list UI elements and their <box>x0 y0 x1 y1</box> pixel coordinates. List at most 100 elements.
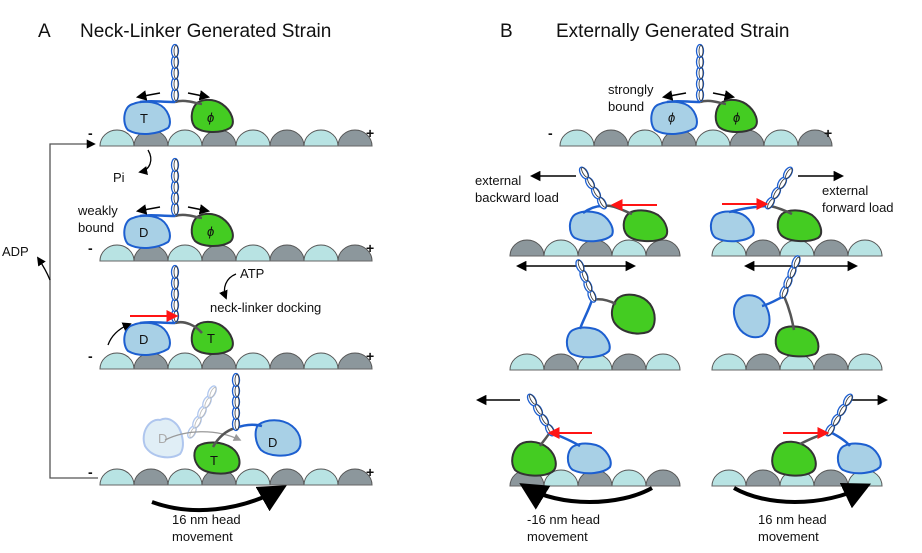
microtubule-b1 <box>559 129 833 147</box>
coiled-coil-segment <box>192 415 202 429</box>
alpha-tubulin-subunit <box>167 129 203 147</box>
beta-tubulin-subunit <box>269 244 305 262</box>
coiled-coil-stalk <box>526 393 556 437</box>
kinesin-dimer-b4-left <box>475 393 612 477</box>
alpha-tubulin-subunit <box>235 468 271 486</box>
minus-end-mark: - <box>88 348 93 364</box>
alpha-tubulin-subunit <box>847 353 883 371</box>
microtubule-a2 <box>99 244 373 262</box>
atp-label: ATP <box>240 266 264 281</box>
alpha-tubulin-subunit <box>99 129 135 147</box>
external-forward-label-line2: forward load <box>822 200 894 215</box>
coiled-coil-segment <box>698 45 704 57</box>
alpha-tubulin-subunit <box>167 244 203 262</box>
beta-tubulin-subunit <box>745 353 781 371</box>
beta-tubulin-subunit <box>269 468 305 486</box>
coiled-coil-segment <box>199 407 207 418</box>
kinesin-dimer-a2: D ϕ <box>123 157 234 250</box>
movement-left-label-line1: -16 nm head <box>527 512 600 527</box>
head-left-label: ϕ <box>668 110 675 125</box>
plus-end-mark: + <box>366 464 374 480</box>
kinesin-dimer-b2-right <box>709 166 845 243</box>
alpha-tubulin-subunit <box>235 244 271 262</box>
coiled-coil-segment <box>170 157 180 173</box>
movement-left-label-line2: movement <box>527 529 588 544</box>
beta-tubulin-subunit <box>797 129 833 147</box>
coiled-coil-segment <box>207 385 217 399</box>
alpha-tubulin-subunit <box>763 129 799 147</box>
beta-tubulin-subunit <box>337 468 373 486</box>
coiled-coil-stalk <box>824 393 854 437</box>
coiled-coil-stalk <box>779 255 801 299</box>
coiled-coil-segment <box>173 45 179 57</box>
microtubule-a1 <box>99 129 373 147</box>
strongly-bound-label-line1: strongly <box>608 82 654 97</box>
head-left-label: T <box>140 111 148 126</box>
neck-linker-docking-label: neck-linker docking <box>210 300 321 315</box>
alpha-tubulin-subunit <box>303 468 339 486</box>
beta-tubulin-subunit <box>201 244 237 262</box>
alpha-tubulin-subunit <box>847 239 883 257</box>
coiled-coil-segment <box>577 260 585 272</box>
beta-tubulin-subunit <box>133 468 169 486</box>
coiled-coil-segment <box>845 395 853 406</box>
kinesin-dimer-b2-left <box>529 166 669 243</box>
beta-tubulin-subunit <box>645 239 681 257</box>
external-forward-label-line1: external <box>822 183 868 198</box>
beta-tubulin-subunit <box>337 129 373 147</box>
plus-end-mark: + <box>366 240 374 256</box>
head-right-label: T <box>207 331 215 346</box>
beta-tubulin-subunit <box>269 352 305 370</box>
alpha-tubulin-subunit <box>543 469 579 487</box>
minus-end-mark: - <box>548 125 553 141</box>
coiled-coil-segment <box>170 264 180 280</box>
coiled-coil-segment <box>231 372 241 388</box>
beta-tubulin-subunit <box>269 129 305 147</box>
beta-tubulin-subunit <box>745 469 781 487</box>
alpha-tubulin-subunit <box>711 353 747 371</box>
kinesin-dimer-a1: T ϕ <box>123 43 234 136</box>
alpha-tubulin-subunit <box>167 468 203 486</box>
coiled-coil-segment <box>170 43 180 59</box>
alpha-tubulin-subunit <box>611 469 647 487</box>
coiled-coil-stalk <box>170 43 180 103</box>
coiled-coil-stalk <box>170 157 180 217</box>
beta-tubulin-subunit <box>337 244 373 262</box>
kinesin-dimer-a4: D T D <box>142 372 302 475</box>
ghost-head-label: D <box>158 431 167 446</box>
alpha-tubulin-subunit <box>235 129 271 147</box>
panel-b-title: Externally Generated Strain <box>556 21 789 42</box>
movement-label-line1: 16 nm head <box>172 512 241 527</box>
alpha-tubulin-subunit <box>543 239 579 257</box>
movement-right-label-line2: movement <box>758 529 819 544</box>
panel-a-title: Neck-Linker Generated Strain <box>80 21 331 42</box>
alpha-tubulin-subunit <box>627 129 663 147</box>
alpha-tubulin-subunit <box>99 244 135 262</box>
alpha-tubulin-subunit <box>695 129 731 147</box>
ghost-coiled-coil <box>187 385 217 439</box>
coiled-coil-stalk <box>695 43 705 103</box>
head-right-label: ϕ <box>207 224 214 239</box>
coiled-coil-segment <box>529 394 537 405</box>
alpha-tubulin-subunit <box>611 239 647 257</box>
coiled-coil-segment <box>204 397 212 408</box>
coiled-coil-segment <box>581 167 589 178</box>
microtubule-a4 <box>99 468 373 486</box>
coiled-coil-segment <box>173 159 179 171</box>
plus-end-mark: + <box>366 125 374 141</box>
coiled-coil-segment <box>173 266 179 278</box>
alpha-tubulin-subunit <box>779 239 815 257</box>
alpha-tubulin-subunit <box>99 352 135 370</box>
weakly-bound-label-line2: bound <box>78 220 114 235</box>
kinesin-dimer-b1: ϕ ϕ <box>650 43 758 136</box>
external-backward-label-line1: external <box>475 173 521 188</box>
head-left-label: D <box>139 225 148 240</box>
coiled-coil-segment <box>189 427 197 438</box>
coiled-coil-segment <box>695 43 705 59</box>
microtubule-a3 <box>99 352 373 370</box>
coiled-coil-stalk <box>170 264 180 324</box>
beta-tubulin-subunit <box>543 353 579 371</box>
alpha-tubulin-subunit <box>303 244 339 262</box>
beta-tubulin-subunit <box>745 239 781 257</box>
